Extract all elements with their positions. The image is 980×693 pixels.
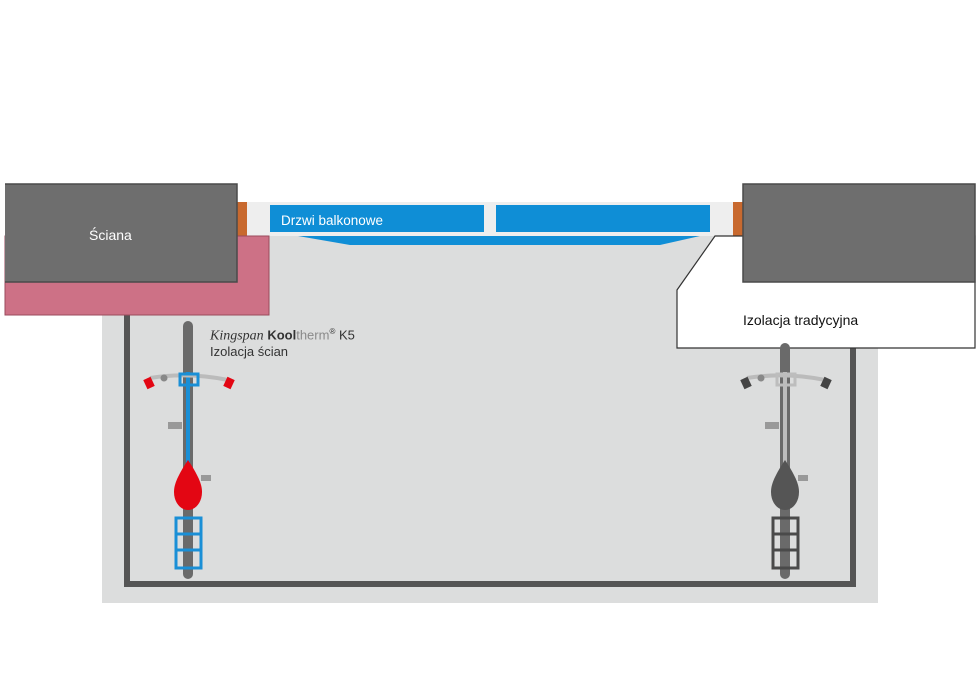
bicycle-warm-icon bbox=[143, 321, 235, 579]
door-frame-orange-right bbox=[733, 202, 744, 236]
bicycle-cold-icon bbox=[740, 343, 832, 579]
kooltherm-label: Kingspan Kooltherm® K5 Izolacja ścian bbox=[210, 324, 355, 360]
kooltherm-brand: Kingspan bbox=[210, 328, 264, 344]
left-wall bbox=[5, 184, 237, 282]
balcony-outline bbox=[124, 310, 856, 587]
door-panel-left bbox=[270, 205, 484, 232]
door-threshold bbox=[298, 236, 700, 245]
kooltherm-model: K5 bbox=[335, 327, 355, 343]
kooltherm-kool: Kool bbox=[267, 327, 297, 343]
door-label: Drzwi balkonowe bbox=[281, 213, 384, 228]
door-panel-right bbox=[496, 205, 710, 232]
door-frame-orange-left bbox=[236, 202, 247, 236]
kooltherm-reg: ® bbox=[329, 327, 336, 336]
kooltherm-product-name: Kingspan Kooltherm® K5 bbox=[210, 324, 355, 344]
kooltherm-caption: Izolacja ścian bbox=[210, 344, 289, 360]
kooltherm-therm: therm bbox=[296, 327, 330, 343]
wall-label: Ściana bbox=[89, 227, 132, 243]
right-wall bbox=[743, 184, 975, 282]
traditional-insulation-label: Izolacja tradycyjna bbox=[743, 312, 859, 328]
